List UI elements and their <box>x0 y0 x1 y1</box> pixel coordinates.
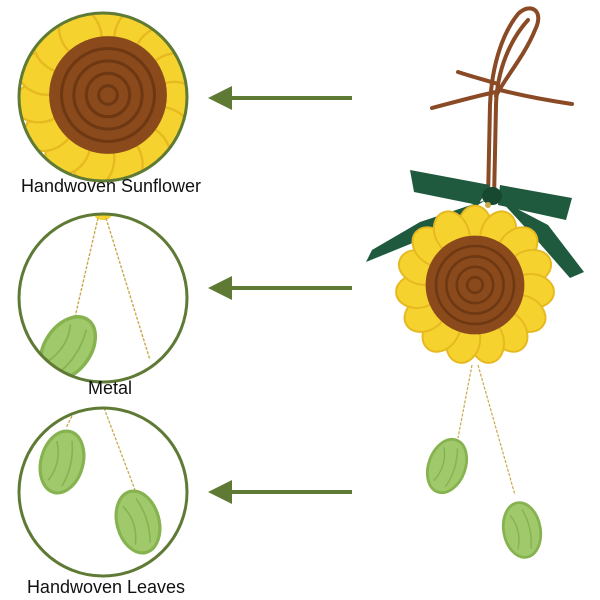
leaf-charm <box>497 498 547 562</box>
callout-label-sunflower: Handwoven Sunflower <box>20 176 202 196</box>
metal-chains <box>457 364 516 496</box>
leaves-zoom-image <box>31 408 169 560</box>
leather-cord <box>430 6 574 202</box>
arrow-left-icon <box>208 276 352 300</box>
sunflower-zoom-circle <box>17 11 189 183</box>
callout-label-metal: Metal <box>87 378 132 398</box>
metal-zoom-image <box>27 214 151 382</box>
metal-zoom-circle <box>17 212 189 384</box>
arrow-left-icon <box>208 480 352 504</box>
arrow-left-icon <box>208 86 352 110</box>
product-photo <box>366 6 584 562</box>
sunflower-zoom-image <box>19 13 187 181</box>
sunflower-charm <box>393 204 557 368</box>
leaf-charm <box>418 432 476 500</box>
leaves-zoom-circle <box>17 406 189 578</box>
callout-label-leaves: Handwoven Leaves <box>26 577 186 597</box>
